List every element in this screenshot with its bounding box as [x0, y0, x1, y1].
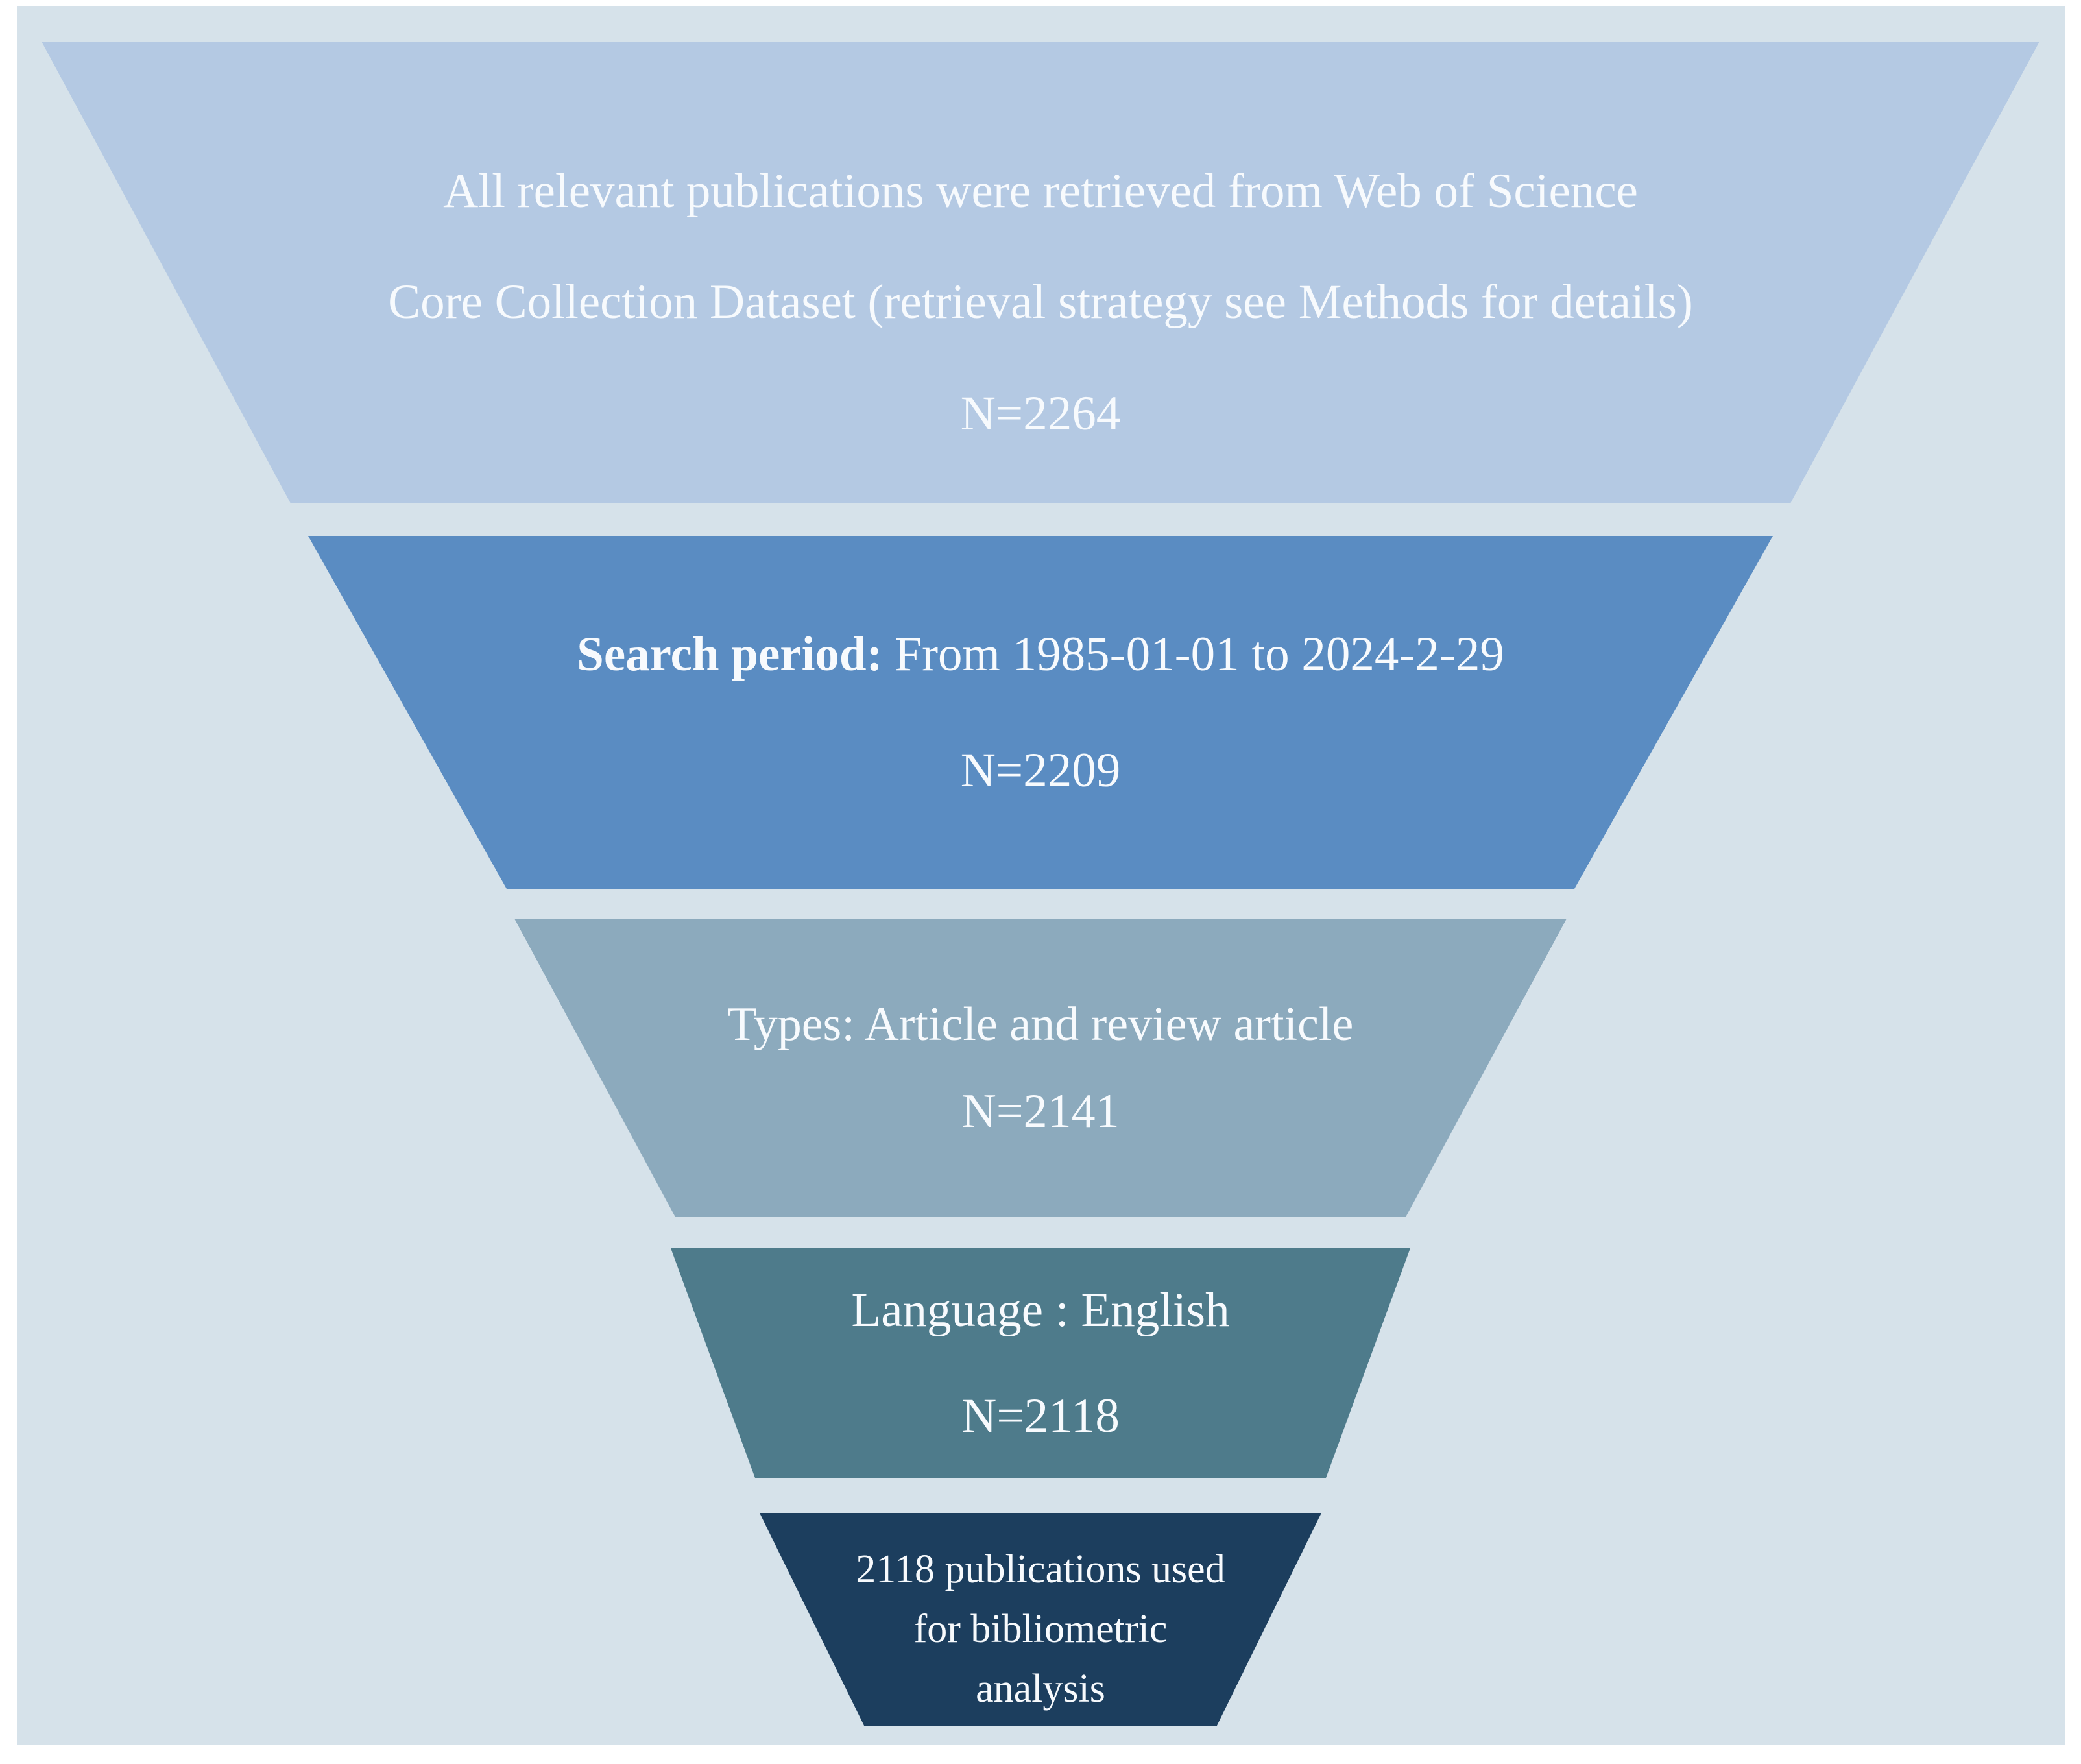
funnel-stage-4-language: Language : English N=2118: [671, 1248, 1410, 1478]
funnel-stage-1-retrieved: All relevant publications were retrieved…: [42, 42, 2039, 503]
stage-5-text-line-3: analysis: [976, 1667, 1105, 1711]
stage-2-bold-prefix: Search period:: [577, 627, 883, 681]
stage-5-text-line-1: 2118 publications used: [856, 1547, 1225, 1591]
funnel-stage-3-types: Types: Article and review article N=2141: [514, 919, 1567, 1217]
stage-4-n-label: N=2118: [961, 1389, 1120, 1443]
stage-1-text-line-2: Core Collection Dataset (retrieval strat…: [388, 275, 1693, 330]
stage-1-text-line-1: All relevant publications were retrieved…: [443, 163, 1638, 218]
stage-2-n-label: N=2209: [960, 743, 1121, 797]
stage-2-rest-text: From 1985-01-01 to 2024-2-29: [882, 627, 1504, 681]
stage-1-n-label: N=2264: [960, 386, 1121, 441]
stage-4-text-line-1: Language : English: [851, 1283, 1230, 1337]
funnel-stage-5-final-analysis: 2118 publications used for bibliometric …: [760, 1513, 1321, 1726]
stage-3-text-line-1: Types: Article and review article: [727, 998, 1354, 1052]
stage-3-n-label: N=2141: [961, 1084, 1120, 1138]
funnel-stage-2-search-period: Search period: From 1985-01-01 to 2024-2…: [308, 536, 1773, 889]
stage-5-text-line-2: for bibliometric: [913, 1607, 1168, 1651]
stage-2-text-line-1: Search period: From 1985-01-01 to 2024-2…: [577, 627, 1504, 681]
